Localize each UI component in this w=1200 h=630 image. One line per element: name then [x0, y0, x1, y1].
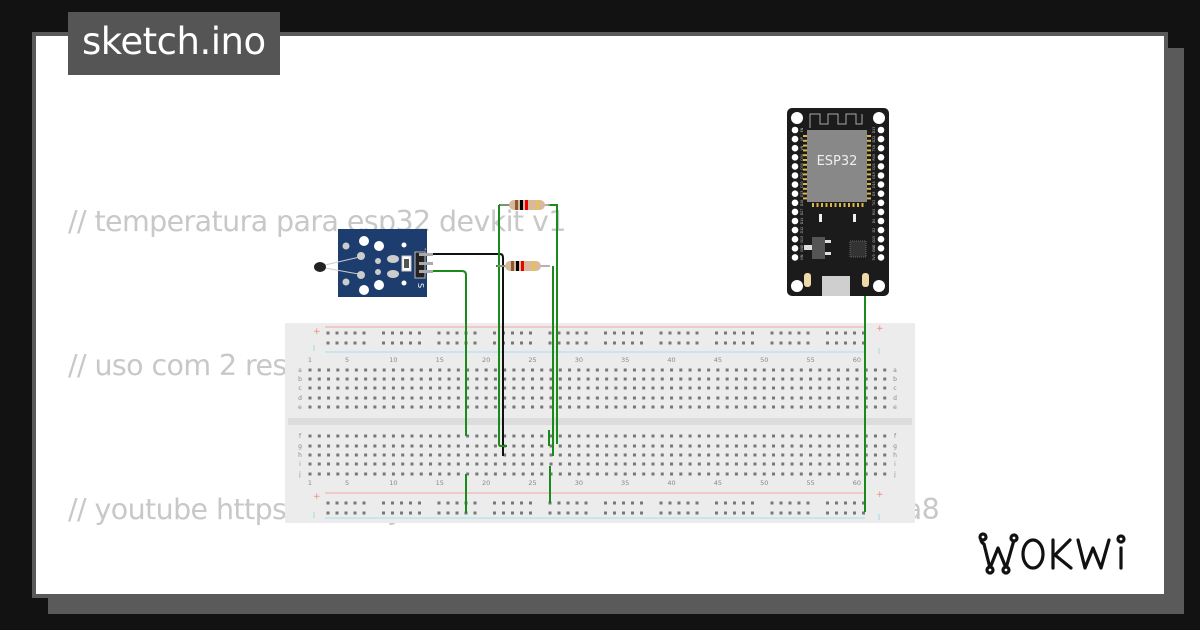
- svg-text:1: 1: [308, 479, 312, 487]
- svg-text:D26: D26: [800, 200, 804, 207]
- svg-text:VIN: VIN: [800, 254, 804, 260]
- svg-text:c: c: [298, 385, 301, 392]
- breadboard-holes: [308, 331, 887, 515]
- svg-text:f: f: [894, 433, 897, 440]
- svg-text:5: 5: [345, 356, 349, 364]
- svg-text:b: b: [893, 376, 897, 383]
- svg-text:f: f: [299, 433, 302, 440]
- svg-text:+: +: [876, 324, 884, 334]
- svg-text:1: 1: [308, 356, 312, 364]
- svg-text:3V3: 3V3: [872, 254, 876, 260]
- svg-text:+: +: [876, 490, 884, 500]
- svg-text:D13: D13: [800, 236, 804, 243]
- svg-text:50: 50: [760, 479, 768, 487]
- file-tab[interactable]: sketch.ino: [68, 12, 280, 75]
- svg-text:b: b: [298, 376, 302, 383]
- svg-text:30: 30: [575, 479, 583, 487]
- resistor-1[interactable]: [500, 200, 550, 210]
- svg-text:35: 35: [621, 356, 629, 364]
- svg-text:a: a: [298, 367, 302, 374]
- ntc-sensor-module[interactable]: - S: [314, 229, 433, 297]
- svg-text:45: 45: [714, 356, 722, 364]
- svg-text:D4: D4: [872, 219, 876, 223]
- svg-text:55: 55: [806, 356, 814, 364]
- svg-text:D12: D12: [800, 227, 804, 234]
- pin-label-minus: -: [421, 248, 429, 251]
- svg-text:D2: D2: [872, 228, 876, 232]
- svg-text:40: 40: [667, 356, 675, 364]
- svg-text:j: j: [298, 471, 301, 478]
- svg-text:h: h: [893, 452, 897, 459]
- esp32-devkit[interactable]: ESP32 ENVPVND34D35D32D33D25D26D27D14D12D…: [787, 108, 889, 296]
- svg-text:15: 15: [436, 356, 444, 364]
- svg-text:D15: D15: [872, 236, 876, 243]
- svg-text:60: 60: [853, 356, 861, 364]
- svg-text:D22: D22: [872, 136, 876, 143]
- breadboard[interactable]: + + + + 11551010151520202525303035354040…: [285, 323, 915, 523]
- rail-plus-label: +: [313, 327, 321, 337]
- svg-text:5: 5: [345, 479, 349, 487]
- svg-text:+: +: [313, 492, 321, 502]
- svg-text:GND: GND: [800, 244, 804, 252]
- esp32-chip-label: ESP32: [817, 154, 858, 169]
- svg-text:j: j: [893, 471, 896, 478]
- svg-text:60: 60: [853, 479, 861, 487]
- svg-text:50: 50: [760, 356, 768, 364]
- wokwi-logo: WOKWi: [978, 530, 1150, 582]
- svg-text:45: 45: [714, 479, 722, 487]
- svg-text:D5: D5: [872, 191, 876, 195]
- svg-text:25: 25: [528, 479, 536, 487]
- svg-text:20: 20: [482, 356, 490, 364]
- svg-text:d: d: [893, 395, 897, 402]
- svg-text:EN: EN: [800, 127, 804, 132]
- svg-text:40: 40: [667, 479, 675, 487]
- thermistor: [314, 262, 326, 272]
- svg-text:D21: D21: [872, 163, 876, 170]
- resistor-2[interactable]: [497, 261, 550, 271]
- svg-text:10: 10: [389, 479, 397, 487]
- svg-text:i: i: [894, 461, 896, 468]
- svg-text:g: g: [298, 443, 302, 450]
- svg-text:VP: VP: [800, 137, 804, 141]
- pin-label-signal: S: [416, 283, 425, 288]
- svg-text:d: d: [298, 395, 302, 402]
- svg-text:VN: VN: [800, 145, 804, 150]
- svg-text:D32: D32: [800, 172, 804, 179]
- svg-text:RX0: RX0: [872, 154, 876, 160]
- svg-text:30: 30: [575, 356, 583, 364]
- svg-text:D23: D23: [872, 127, 876, 134]
- svg-text:D19: D19: [872, 172, 876, 179]
- svg-text:i: i: [299, 461, 301, 468]
- svg-text:20: 20: [482, 479, 490, 487]
- svg-text:D27: D27: [800, 209, 804, 216]
- svg-text:GND: GND: [872, 244, 876, 252]
- svg-text:35: 35: [621, 479, 629, 487]
- svg-text:h: h: [298, 452, 302, 459]
- svg-text:25: 25: [528, 356, 536, 364]
- svg-text:g: g: [893, 443, 897, 450]
- svg-text:TX0: TX0: [872, 145, 876, 152]
- svg-text:c: c: [893, 385, 896, 392]
- svg-text:e: e: [893, 404, 897, 411]
- svg-text:10: 10: [389, 356, 397, 364]
- svg-text:D35: D35: [800, 163, 804, 170]
- svg-text:D34: D34: [800, 154, 804, 161]
- svg-text:D33: D33: [800, 181, 804, 188]
- svg-text:D14: D14: [800, 218, 804, 225]
- svg-text:55: 55: [806, 479, 814, 487]
- svg-text:15: 15: [436, 479, 444, 487]
- svg-text:a: a: [893, 367, 897, 374]
- svg-text:TX2: TX2: [872, 200, 876, 207]
- svg-text:D18: D18: [872, 181, 876, 188]
- svg-text:RX2: RX2: [872, 209, 876, 215]
- svg-text:D25: D25: [800, 190, 804, 197]
- breadboard-labels: 1155101015152020252530303535404045455050…: [298, 356, 897, 487]
- svg-text:e: e: [298, 404, 302, 411]
